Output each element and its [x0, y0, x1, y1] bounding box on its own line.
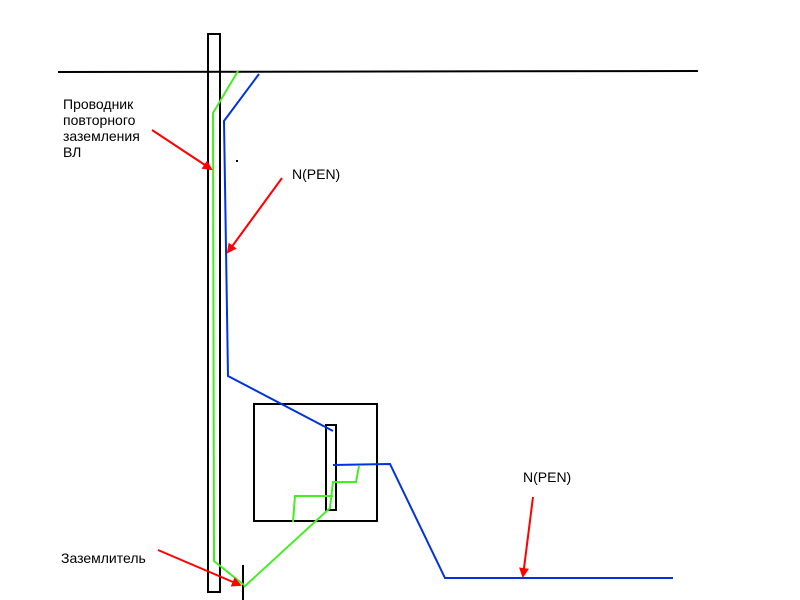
conductor-label-line: Проводник [63, 96, 134, 112]
pen-conductor-out [332, 462, 673, 579]
conductor-label-line: ВЛ [63, 144, 82, 160]
arrow-pen-right [519, 496, 534, 578]
ground-conductor-box [243, 465, 360, 588]
overhead-line [57, 70, 699, 73]
arrow-conductor [151, 129, 213, 171]
pole [207, 33, 221, 593]
conductor-label: Проводник повторного заземления ВЛ [63, 96, 140, 160]
ground-conductor-pole [211, 70, 245, 586]
ground-conductor-loop [292, 495, 333, 523]
arrow-pen-top [226, 177, 283, 254]
ground-electrode-label: Заземлитель [61, 550, 146, 566]
pen-conductor-down [222, 73, 334, 432]
arrow-ground-electrode [157, 549, 242, 587]
pen-label-right: N(PEN) [523, 469, 572, 485]
terminal-bar [325, 424, 337, 511]
pen-label-top: N(PEN) [292, 166, 341, 182]
dot-mark [236, 160, 238, 162]
conductor-label-line: заземления [63, 128, 140, 144]
conductor-label-line: повторного [63, 112, 136, 128]
